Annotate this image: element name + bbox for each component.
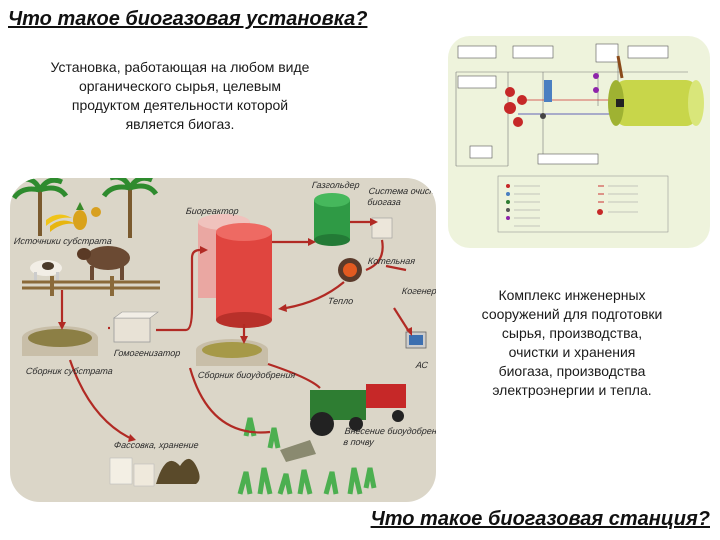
label-heat: Тепло (327, 296, 354, 306)
technical-scheme (448, 36, 710, 248)
text-line: очистки и хранения (508, 344, 636, 360)
flow-arrows (60, 220, 409, 439)
label-substrate-source: Источники субстрата (13, 236, 113, 246)
text-line: электроэнергии и тепла. (492, 382, 652, 398)
text-line: сырья, производства, (501, 325, 643, 341)
palm-tree-icon (11, 178, 69, 236)
label-bioreactor: Биореактор (185, 206, 240, 216)
diagram-graphics (11, 178, 427, 495)
text-line: биогаза, производства (498, 363, 646, 379)
page-title: Что такое биогазовая установка? (8, 8, 368, 30)
label-substrate-collector: Сборник субстрата (25, 366, 114, 376)
label-ac: АС (415, 360, 429, 370)
text-line: продуктом деятельности которой (71, 97, 289, 113)
text-line: является биогаз. (125, 116, 235, 132)
bioreactor-icon (198, 214, 272, 328)
boiler-icon (338, 258, 362, 282)
definition-station: Комплекс инженерных сооружений для подго… (462, 286, 682, 400)
label-cogenerator: Когенер (401, 286, 436, 296)
text-line: Установка, работающая на любом виде (50, 59, 310, 75)
biogas-process-diagram: Источники субстрата Биореактор Газгольде… (10, 178, 436, 502)
tractor-icon (310, 384, 406, 436)
label-gasholder: Газгольдер (311, 180, 361, 190)
label-gas-cleaning: Система очистки биогаза (366, 186, 436, 207)
label-soil-application: Внесение биоудобрения в почву (342, 426, 436, 447)
text-line: сооружений для подготовки (481, 306, 663, 322)
label-fertilizer-collector: Сборник биоудобрения (197, 370, 296, 380)
cow-icon (30, 260, 62, 282)
text-line: органического сырья, целевым (78, 78, 282, 94)
cow-icon (77, 246, 130, 280)
definition-installation: Установка, работающая на любом виде орга… (20, 58, 340, 134)
gasholder-icon (314, 193, 350, 246)
text-line: Комплекс инженерных (498, 287, 646, 303)
palm-tree-icon (101, 178, 159, 238)
label-homogenizer: Гомогенизатор (113, 348, 181, 358)
label-boiler: Котельная (367, 256, 416, 266)
label-packing-storage: Фассовка, хранение (113, 440, 200, 450)
page-subtitle: Что такое биогазовая станция? (370, 508, 710, 530)
